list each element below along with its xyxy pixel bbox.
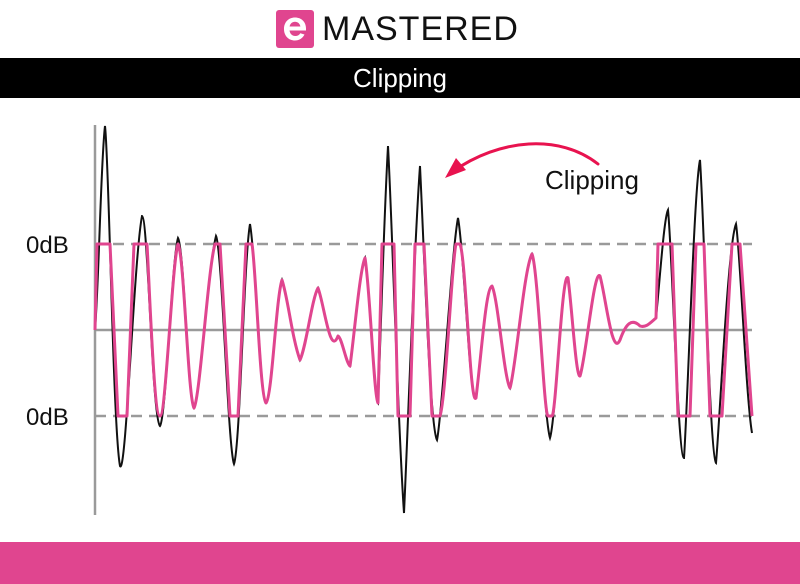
header: MASTERED xyxy=(0,0,800,58)
curved-arrow-icon xyxy=(445,142,600,178)
clipped-waveform xyxy=(93,242,754,418)
brand-name: MASTERED xyxy=(322,10,519,48)
page-title: Clipping xyxy=(0,58,800,98)
logo-letter-e xyxy=(284,17,306,41)
annotation-label: Clipping xyxy=(545,165,639,195)
e-logo-icon xyxy=(276,10,314,48)
annotation-arrow-head xyxy=(445,158,466,178)
annotation-arrow-curve xyxy=(450,142,600,174)
upper-threshold-label: 0dB xyxy=(26,232,69,259)
footer-bar xyxy=(0,542,800,584)
lower-threshold-label: 0dB xyxy=(26,404,69,431)
clipping-diagram: 0dB 0dB Clipping xyxy=(26,125,754,515)
